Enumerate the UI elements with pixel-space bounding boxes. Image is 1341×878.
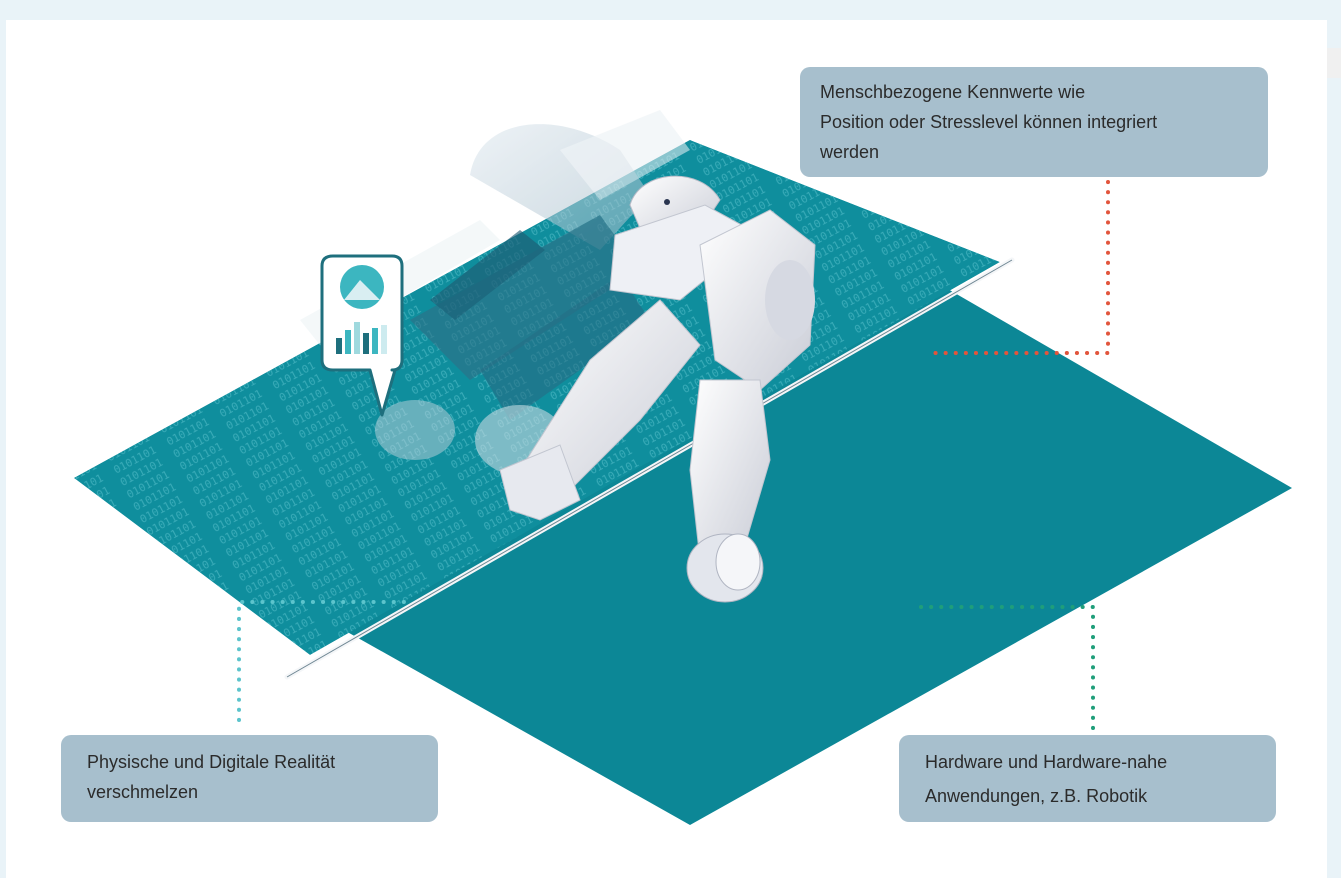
callout-hardware: Hardware und Hardware-nahe Anwendungen, … — [899, 735, 1276, 822]
callout-left-line-1: Physische und Digitale Realität — [87, 752, 336, 772]
connector-top — [930, 180, 1110, 355]
connector-left — [237, 600, 414, 722]
scroll-tab[interactable] — [1327, 48, 1341, 78]
callout-top-line-1: Menschbezogene Kennwerte wie — [820, 82, 1086, 102]
callout-right-line-2: Anwendungen, z.B. Robotik — [925, 786, 1148, 806]
callout-left-line-2: verschmelzen — [87, 782, 199, 802]
callout-right-line-1: Hardware und Hardware-nahe — [925, 752, 1168, 772]
chart-bubble-icon — [320, 254, 404, 417]
callout-top-line-3: werden — [820, 142, 880, 162]
callout-physical-digital: Physische und Digitale Realität verschme… — [61, 735, 438, 822]
callout-human-metrics: Menschbezogene Kennwerte wie Position od… — [800, 67, 1268, 177]
connector-right — [916, 605, 1095, 730]
callout-top-line-2: Position oder Stresslevel können integri… — [820, 112, 1158, 132]
robot-arm — [499, 175, 816, 603]
